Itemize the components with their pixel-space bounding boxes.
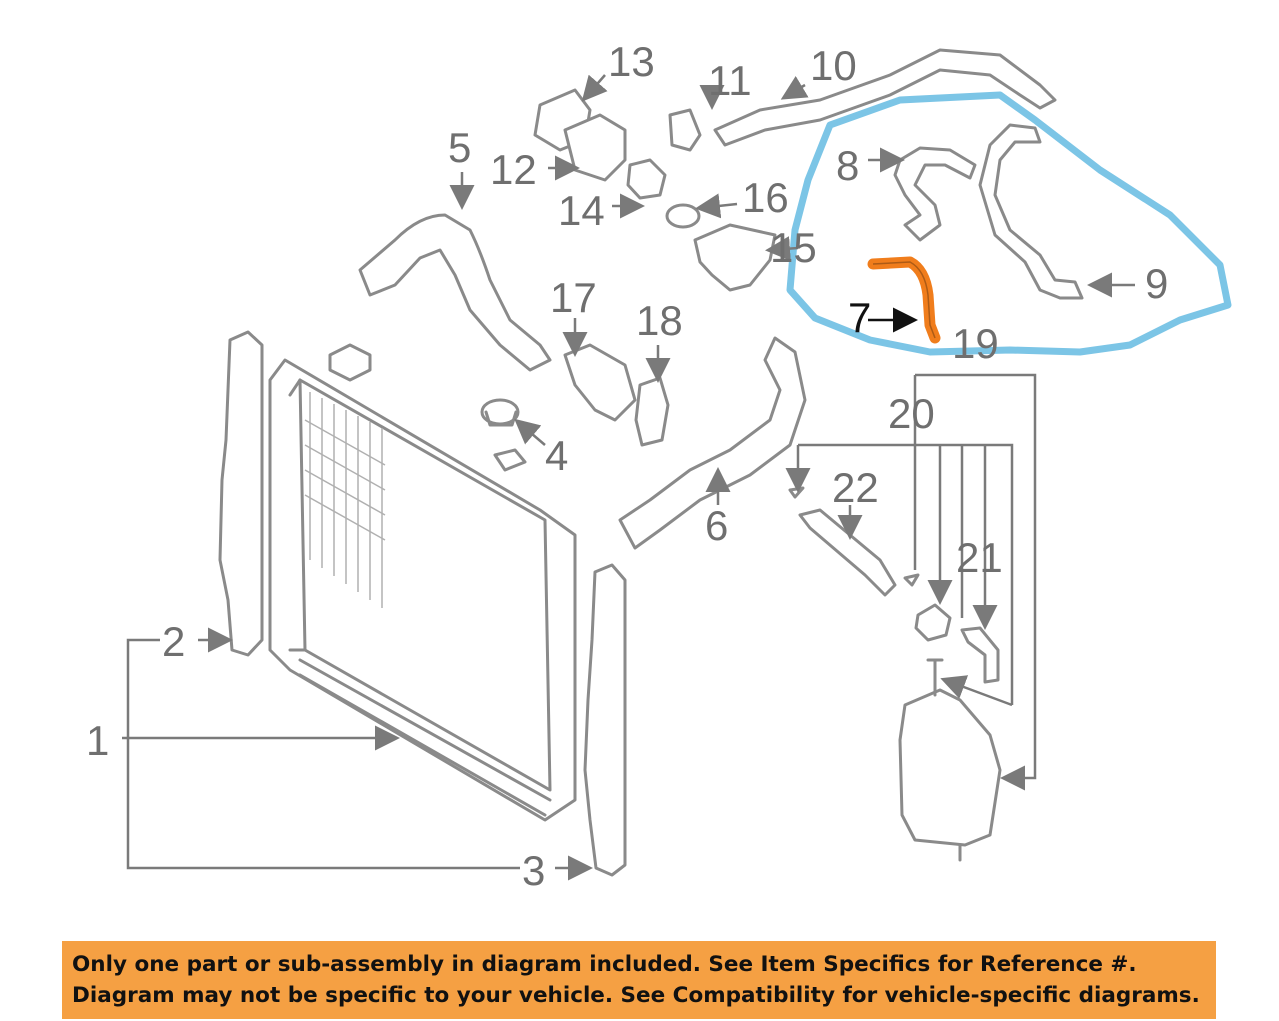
leader-lines [122, 74, 1135, 881]
thermostat [626, 158, 667, 200]
water-inlet [693, 223, 777, 292]
callout-18: 18 [636, 297, 683, 344]
cooling-system-diagram: 1 2 3 4 5 6 7 8 9 10 11 12 13 14 15 16 1… [86, 38, 1232, 894]
lower-radiator-hose [618, 336, 807, 550]
inlet-gasket [634, 376, 670, 447]
water-outlet [563, 113, 627, 182]
callout-3: 3 [522, 847, 545, 894]
callout-8: 8 [836, 142, 859, 189]
callout-22: 22 [832, 464, 879, 511]
callout-17: 17 [550, 274, 597, 321]
callout-1: 1 [86, 717, 109, 764]
reservoir-tank [898, 688, 1002, 847]
radiator-side-bracket-left [218, 330, 264, 657]
water-hose-9 [978, 123, 1084, 300]
callout-2: 2 [162, 618, 185, 665]
radiator-cap [480, 398, 520, 427]
overflow-hose [798, 508, 897, 597]
callout-4: 4 [545, 432, 568, 479]
callout-9: 9 [1145, 260, 1168, 307]
bypass-pipe-gasket [668, 108, 702, 152]
disclaimer-banner: Only one part or sub-assembly in diagram… [62, 941, 1216, 1019]
callout-10: 10 [810, 42, 857, 89]
disclaimer-line-2: Diagram may not be specific to your vehi… [72, 983, 1200, 1008]
water-inlet-housing [563, 343, 637, 422]
callout-7: 7 [848, 294, 871, 341]
callout-13: 13 [608, 38, 655, 85]
callout-12: 12 [490, 146, 537, 193]
highlight-group-outline [786, 91, 1232, 356]
callout-14: 14 [558, 187, 605, 234]
radiator-side-bracket-right [583, 563, 627, 877]
disclaimer-line-1: Only one part or sub-assembly in diagram… [72, 952, 1137, 977]
water-hose-8 [893, 146, 977, 242]
callout-21: 21 [956, 534, 1003, 581]
callout-20: 20 [888, 390, 935, 437]
thermostat-gasket [665, 203, 701, 229]
callout-5-hose: 5 [448, 124, 471, 171]
callout-16: 16 [742, 174, 789, 221]
water-bypass-pipe [713, 48, 1057, 147]
reservoir-hose [960, 626, 1000, 684]
reservoir-cap [914, 603, 952, 642]
callout-6: 6 [705, 502, 728, 549]
upper-radiator-hose [358, 213, 552, 372]
callout-15: 15 [770, 224, 817, 271]
highlighted-hose-7 [867, 256, 941, 344]
radiator [268, 343, 577, 822]
callout-11: 11 [708, 57, 752, 104]
callout-19: 19 [952, 320, 999, 367]
